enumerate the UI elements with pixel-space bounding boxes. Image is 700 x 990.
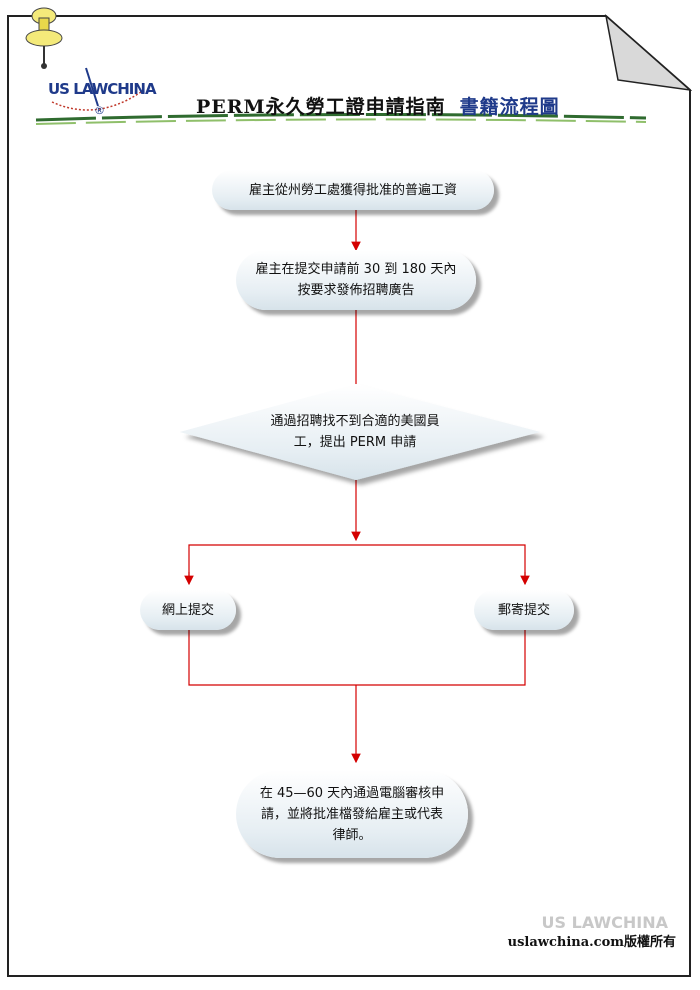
step-online-filing: 網上提交 — [140, 590, 236, 630]
step-recruitment: 雇主在提交申請前 30 到 180 天內按要求發佈招聘廣告 — [236, 250, 476, 310]
decorative-rule — [35, 112, 647, 125]
step-file-perm: 通過招聘找不到合適的美國員工，提出 PERM 申請 — [270, 414, 440, 450]
watermark-logo: US LAWCHINA — [541, 913, 668, 932]
page-title: PERM永久勞工證申請指南書籍流程圖 — [196, 92, 560, 119]
title-main: PERM永久勞工證申請指南 — [196, 96, 446, 118]
step-mail-filing: 郵寄提交 — [474, 590, 574, 630]
copyright-footer: uslawchina.com版權所有 — [507, 935, 676, 950]
brand-logo-icon — [51, 67, 142, 111]
decision-diamond — [180, 384, 540, 480]
brand-name: US LAWCHINA — [48, 80, 157, 98]
page-frame — [7, 13, 692, 977]
pushpin-icon — [25, 7, 63, 69]
flow-connectors — [180, 210, 540, 764]
registered-mark: ® — [94, 104, 105, 117]
step-review-approval: 在 45—60 天內通過電腦審核申請，並將批准檔發給雇主或代表律師。 — [236, 770, 468, 858]
title-sub: 書籍流程圖 — [459, 96, 560, 118]
step-prevailing-wage: 雇主從州勞工處獲得批准的普遍工資 — [212, 170, 494, 210]
document-page: US LAWCHINA ® PERM永久勞工證申請指南書籍流程圖 — [6, 7, 692, 980]
